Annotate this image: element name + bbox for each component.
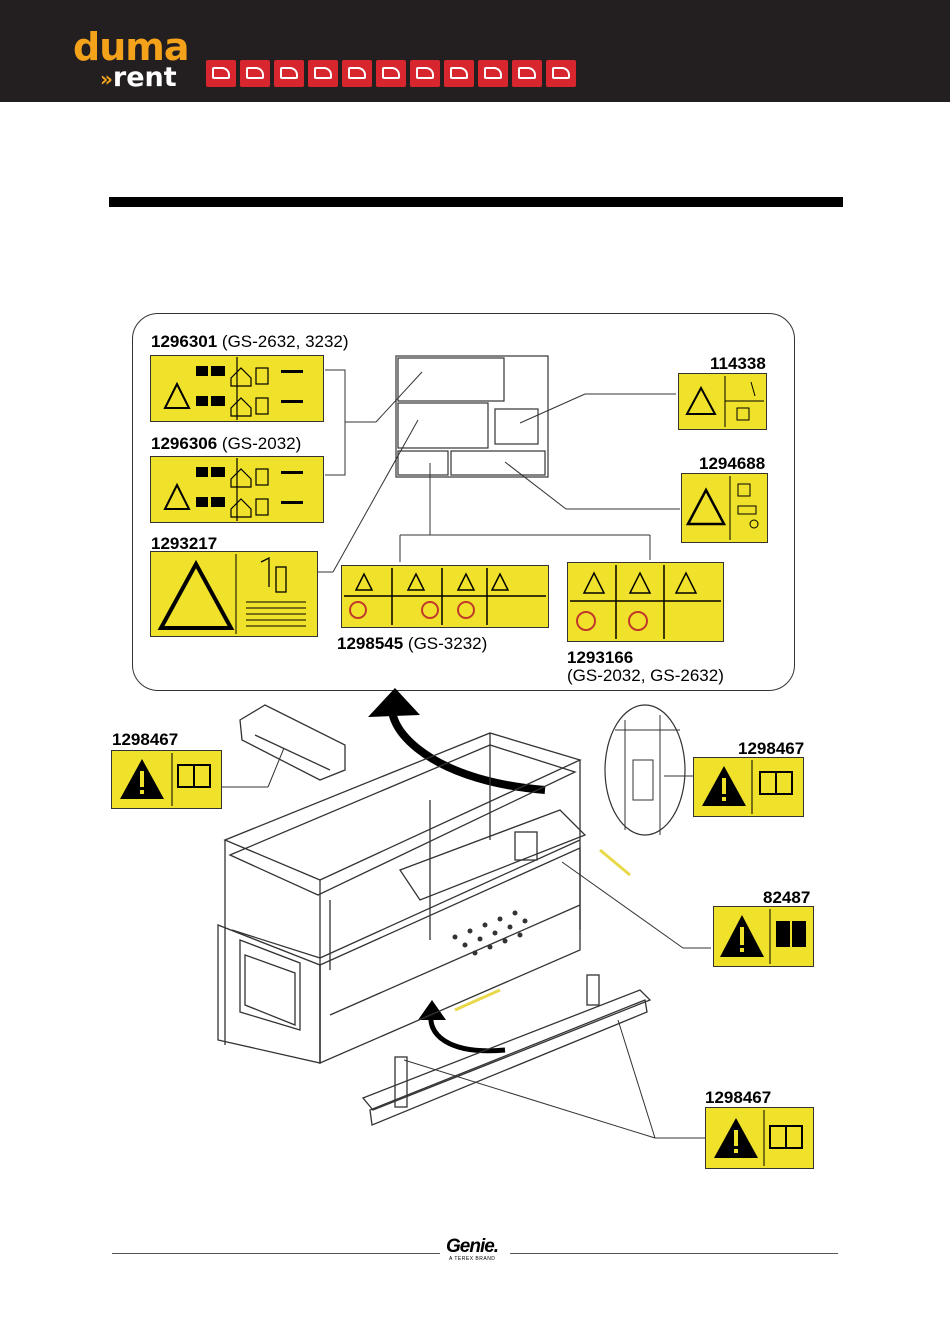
decal-1294688 <box>681 473 768 543</box>
warning-symbols <box>342 566 548 627</box>
decal-part-number: 1293166 <box>567 648 633 667</box>
decal-1298467-b <box>693 757 804 817</box>
decal-82487 <box>713 906 814 967</box>
decal-1296301 <box>150 355 324 422</box>
genie-logo: Genie. <box>446 1236 498 1258</box>
decal-part-number: 1298467 <box>112 730 178 749</box>
decal-1298467-a <box>111 750 222 809</box>
decal-1296306-label: 1296306 (GS-2032) <box>151 434 301 453</box>
decal-1298545 <box>341 565 549 628</box>
warning-manual-symbols <box>706 1108 813 1168</box>
arrow-head-main <box>368 688 420 717</box>
warning-symbols <box>679 374 766 429</box>
warning-symbols <box>151 356 323 421</box>
decal-part-number: 114338 <box>710 354 766 373</box>
platform-frame <box>218 733 650 1125</box>
control-box-schematic <box>396 356 548 477</box>
warning-symbols <box>151 457 323 522</box>
decal-114338 <box>678 373 767 430</box>
decal-1298467-c <box>705 1107 814 1169</box>
warning-symbols <box>151 552 317 636</box>
warning-manual-symbols <box>714 907 813 966</box>
decal-1298467-a-label: 1298467 <box>112 730 178 749</box>
decal-1296306 <box>150 456 324 523</box>
decal-models: (GS-2032) <box>222 434 301 453</box>
decal-1294688-label: 1294688 <box>699 454 765 473</box>
decal-1293166-label: 1293166 <box>567 648 633 667</box>
footer-rule-left <box>112 1253 440 1254</box>
detail-circle-parts <box>615 715 680 835</box>
decal-part-number: 1298467 <box>705 1088 771 1107</box>
decal-part-number: 1298545 <box>337 634 403 653</box>
decal-models: (GS-3232) <box>408 634 487 653</box>
decal-1298467-b-label: 1298467 <box>738 739 804 758</box>
warning-symbols <box>568 563 723 641</box>
decal-part-number: 82487 <box>763 888 810 907</box>
detail-circle <box>605 705 685 835</box>
decal-models: (GS-2632, 3232) <box>222 332 349 351</box>
decal-1296301-label: 1296301 (GS-2632, 3232) <box>151 332 349 351</box>
decal-part-number: 1296301 <box>151 332 217 351</box>
decal-1293217 <box>150 551 318 637</box>
footer-rule-right <box>510 1253 838 1254</box>
decal-part-number: 1294688 <box>699 454 765 473</box>
frame-decal-strips <box>455 850 630 1010</box>
warning-manual-symbols <box>112 751 221 808</box>
decal-1293166 <box>567 562 724 642</box>
platform-control-box <box>240 705 345 780</box>
decal-1298545-label: 1298545 (GS-3232) <box>337 634 487 653</box>
warning-symbols <box>682 474 767 542</box>
genie-logo-sub: A TEREX BRAND <box>449 1256 495 1262</box>
decal-82487-label: 82487 <box>763 888 810 907</box>
decal-114338-label: 114338 <box>710 354 766 373</box>
decal-part-number: 1296306 <box>151 434 217 453</box>
warning-manual-symbols <box>694 758 803 816</box>
decal-1298467-c-label: 1298467 <box>705 1088 771 1107</box>
decal-part-number: 1298467 <box>738 739 804 758</box>
decal-1293166-models: (GS-2032, GS-2632) <box>567 666 724 685</box>
